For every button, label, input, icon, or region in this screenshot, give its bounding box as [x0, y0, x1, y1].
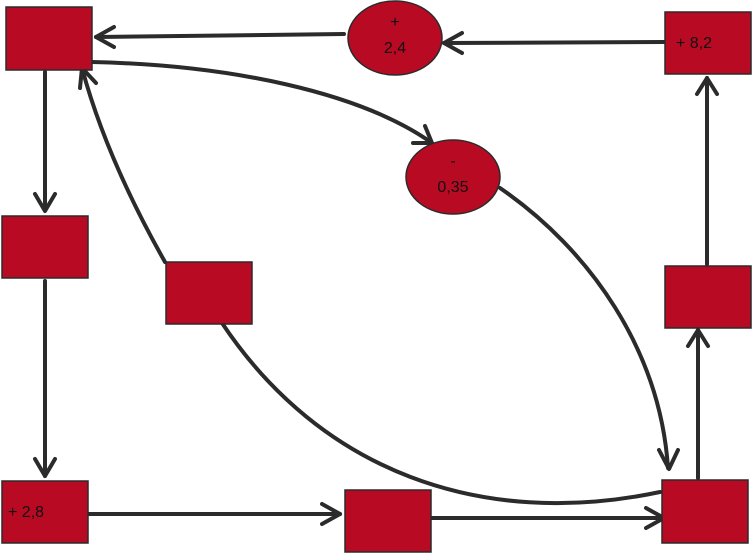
ellipse-node-top	[347, 0, 443, 76]
label-ellipse-mid-value: 0,35	[437, 179, 468, 196]
arrowhead-ellipse-top	[442, 31, 464, 55]
edge-topleft-to-ellipse-mid	[90, 60, 434, 145]
edge-righttop-to-ellipse-top	[442, 40, 666, 45]
label-ellipse-mid-sign: -	[450, 153, 455, 170]
label-left-bottom: + 2,8	[8, 504, 44, 521]
label-ellipse-top-value: 2,4	[384, 40, 406, 57]
node-right-top	[664, 11, 752, 75]
edge-center-to-topleft	[80, 66, 167, 264]
arrowhead-bottomright-top	[657, 448, 680, 471]
node-bottom-right	[661, 479, 749, 544]
node-left-middle	[1, 215, 89, 279]
node-bottom-middle	[344, 489, 432, 553]
label-ellipse-top-sign: +	[390, 14, 399, 31]
node-left-bottom	[1, 480, 89, 544]
edge-ellipse-top-to-topleft	[94, 32, 346, 39]
node-top-left	[5, 6, 93, 71]
edge-ellipse-mid-to-bottomright	[498, 186, 670, 470]
label-right-top: + 8,2	[676, 35, 712, 52]
arrowhead-bottommid	[320, 502, 342, 526]
node-center	[165, 261, 253, 325]
labels: + 2,8 + 8,2 + 2,4 - 0,35	[8, 14, 712, 521]
node-right-middle	[664, 265, 752, 329]
edge-bottomright-to-topleft	[220, 321, 662, 506]
arrowhead-righttop	[695, 76, 719, 96]
ellipse-node-middle	[405, 139, 501, 215]
arrowhead-leftbottom	[33, 457, 57, 478]
arrowhead-leftmid	[33, 192, 57, 213]
edges	[33, 25, 719, 530]
arrowhead-rightmid	[686, 328, 710, 348]
arrowhead-topleft	[94, 25, 116, 49]
